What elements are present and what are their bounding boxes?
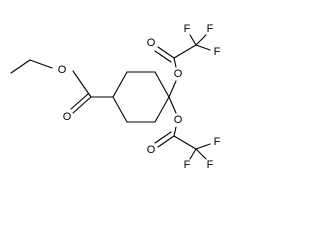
bond-ring-6 — [112, 96, 128, 123]
atom-tfa2-fluorine-right: F — [214, 136, 221, 148]
bond-o-acyl-c-lower — [173, 126, 177, 137]
bond-ring-3 — [154, 71, 170, 98]
bond-o-acyl-c-upper — [173, 57, 177, 68]
bond-ring-c-o-lower — [168, 96, 177, 114]
bond-o-carbonyl-c — [72, 70, 92, 98]
bond-ring-4 — [154, 96, 170, 123]
atom-tfa1-fluorine-top-right: F — [207, 23, 214, 35]
bond-carbonyl-double-1 — [72, 96, 92, 114]
atom-labels: O O O O F F F O O F F F — [58, 23, 221, 171]
atom-ester-ether-oxygen: O — [58, 64, 67, 76]
atom-tfa1-ring-oxygen: O — [174, 68, 183, 80]
bond-acyl-double-upper-1 — [157, 46, 175, 59]
atom-tfa1-fluorine-top-left: F — [184, 23, 191, 35]
bond-acyl-double-lower-2 — [154, 131, 172, 144]
bond-acyl-cf3-upper — [173, 44, 197, 59]
atom-tfa2-carbonyl-oxygen: O — [147, 144, 156, 156]
bond-carbonyl-double-2 — [70, 93, 89, 110]
atom-tfa1-fluorine-right: F — [214, 46, 221, 58]
bond-cf-lower-1 — [195, 143, 211, 150]
bond-ring-c-o-upper — [168, 80, 177, 98]
bonds — [10, 34, 211, 160]
bond-cf-lower-3 — [195, 148, 207, 160]
bond-cf-upper-3 — [195, 44, 211, 51]
atom-ester-carbonyl-oxygen: O — [63, 111, 72, 123]
bond-acyl-double-lower-1 — [157, 135, 175, 148]
bond-ch2-o — [29, 59, 53, 69]
bond-acyl-cf3-lower — [173, 135, 197, 150]
bond-cf-lower-2 — [189, 148, 197, 160]
bond-cf-upper-2 — [195, 34, 207, 46]
bond-ch3-ch2 — [10, 59, 31, 74]
bond-ring-1 — [112, 71, 128, 98]
bond-cf-upper-1 — [189, 34, 197, 46]
structure-diagram: O O O O F F F O O F F F — [10, 23, 221, 171]
atom-tfa1-carbonyl-oxygen: O — [147, 37, 156, 49]
atom-tfa2-fluorine-bottom-right: F — [207, 159, 214, 171]
atom-tfa2-fluorine-bottom-left: F — [184, 159, 191, 171]
atom-tfa2-ring-oxygen: O — [174, 114, 183, 126]
bond-acyl-double-upper-2 — [154, 50, 172, 63]
